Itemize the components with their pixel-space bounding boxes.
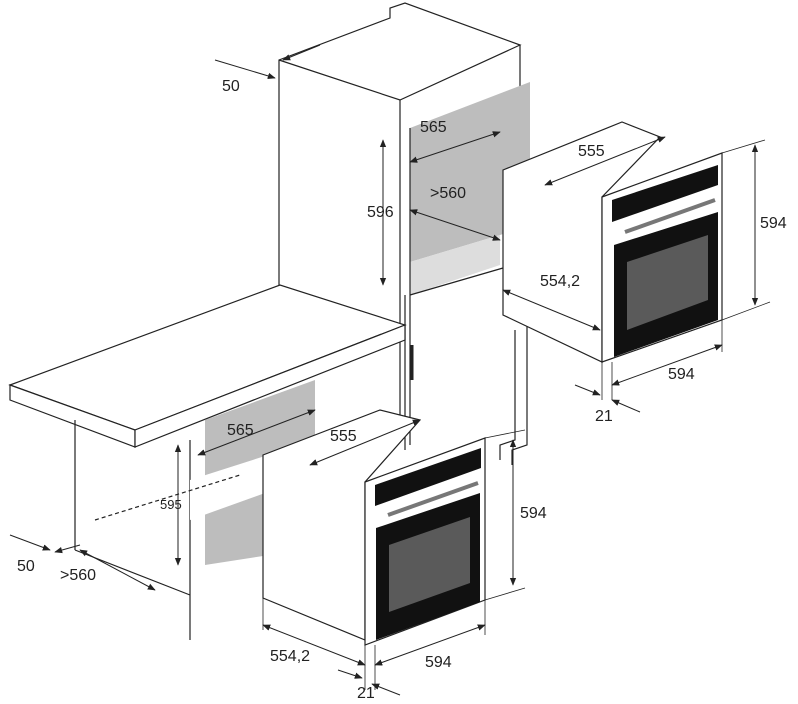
lower-gap-front-label: 50 bbox=[17, 558, 35, 575]
tall-cabinet bbox=[278, 2, 530, 450]
lower-front-thickness-label: 21 bbox=[357, 685, 375, 702]
upper-oven-width-label: 594 bbox=[668, 366, 695, 383]
upper-oven-height-label: 594 bbox=[760, 215, 787, 232]
upper-oven-side-depth-label: 554,2 bbox=[540, 273, 581, 290]
short-arrows bbox=[9, 44, 641, 696]
lower-niche-height-label: 595 bbox=[160, 497, 182, 512]
upper-front-thickness-label: 21 bbox=[595, 408, 613, 425]
upper-niche-height-label: 596 bbox=[367, 204, 394, 221]
lower-oven bbox=[262, 409, 486, 646]
lower-niche-width-label: 565 bbox=[227, 422, 254, 439]
lower-oven-depth-label: 555 bbox=[330, 428, 357, 445]
lower-oven-height-label: 594 bbox=[520, 505, 547, 522]
lower-oven-width-label: 594 bbox=[425, 654, 452, 671]
dimension-lines bbox=[79, 131, 759, 666]
lower-oven-side-depth-label: 554,2 bbox=[270, 648, 311, 665]
upper-niche-width-label: 565 bbox=[420, 119, 447, 136]
upper-niche-min-width-label: >560 bbox=[430, 185, 467, 202]
lower-niche-min-width-label: >560 bbox=[60, 567, 97, 584]
upper-oven-depth-label: 555 bbox=[578, 143, 605, 160]
upper-gap-top-label: 50 bbox=[222, 78, 240, 95]
extension-lines bbox=[262, 139, 771, 690]
